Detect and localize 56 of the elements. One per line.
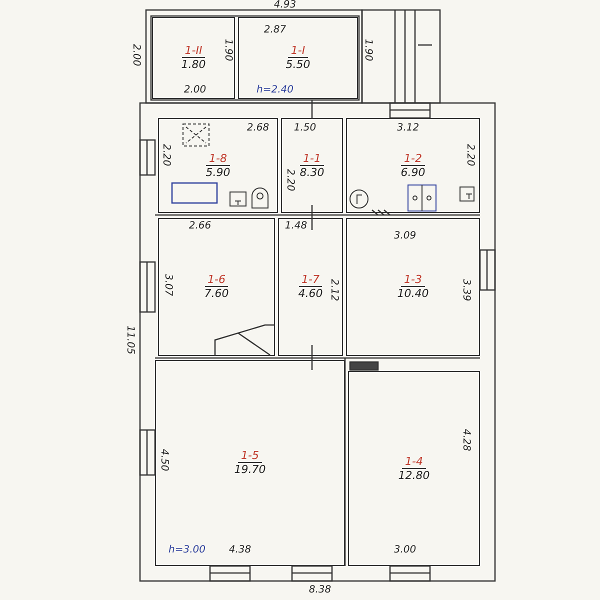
dimension-label: 3.12 [396,122,420,134]
room [238,17,358,99]
room-area: 4.60 [298,287,323,301]
room [348,371,480,566]
dimension-label: 8.38 [308,584,332,596]
dimension-label: 2.12 [328,278,340,302]
room [278,218,343,356]
ceiling-height-label: h=3.00 [168,544,206,556]
room [158,218,275,356]
room-area: 10.40 [397,287,429,301]
dimension-label: 3.39 [460,278,472,302]
room-area: 1.80 [181,58,206,72]
room-number: 1-II [182,44,206,58]
dimension-label: 1.90 [362,38,374,62]
dimension-label: 2.68 [246,122,270,134]
room-area: 5.50 [286,58,310,72]
room-number: 1-7 [298,273,322,287]
room-number: 1-4 [402,454,426,468]
dimension-label: 2.00 [130,44,142,66]
room-number: 1-I [288,44,308,58]
room-area: 6.90 [400,166,426,180]
room-number: 1-8 [206,152,230,166]
dimension-label: 3.07 [162,274,174,296]
room-area: 8.30 [300,166,324,180]
dimension-label: 3.09 [394,230,416,242]
dimension-label: 2.00 [184,84,206,96]
dimension-label: 4.38 [228,544,252,556]
room [152,17,235,99]
room-area: 19.70 [234,463,266,477]
room [346,118,480,213]
dimension-label: 3.00 [394,544,416,556]
dimension-label: 11.05 [124,326,136,354]
dimension-label: 2.20 [464,144,476,166]
dimension-label: 1.48 [284,220,308,232]
dimension-label: 2.87 [264,24,286,36]
dimension-label: 1.50 [294,122,316,134]
room [346,218,480,356]
room-number: 1-2 [401,152,425,166]
room [155,360,345,566]
room-area: 7.60 [204,287,229,301]
dimension-label: 2.66 [188,220,212,232]
room-area: 5.90 [206,166,230,180]
dimension-label: 4.28 [460,428,472,452]
room [158,118,278,213]
dimension-label: 2.20 [284,168,296,192]
dimension-label: 2.20 [160,144,172,166]
dimension-label: 4.93 [274,0,296,10]
dimension-label: 1.90 [222,38,234,62]
room-area: 12.80 [398,468,430,482]
room-number: 1-3 [401,273,425,287]
dimension-label: 4.50 [158,448,170,472]
room [281,118,343,213]
room-number: 1-1 [300,152,324,166]
ceiling-height-label: h=2.40 [256,84,294,96]
room-number: 1-5 [238,449,262,463]
room-number: 1-6 [204,273,228,287]
